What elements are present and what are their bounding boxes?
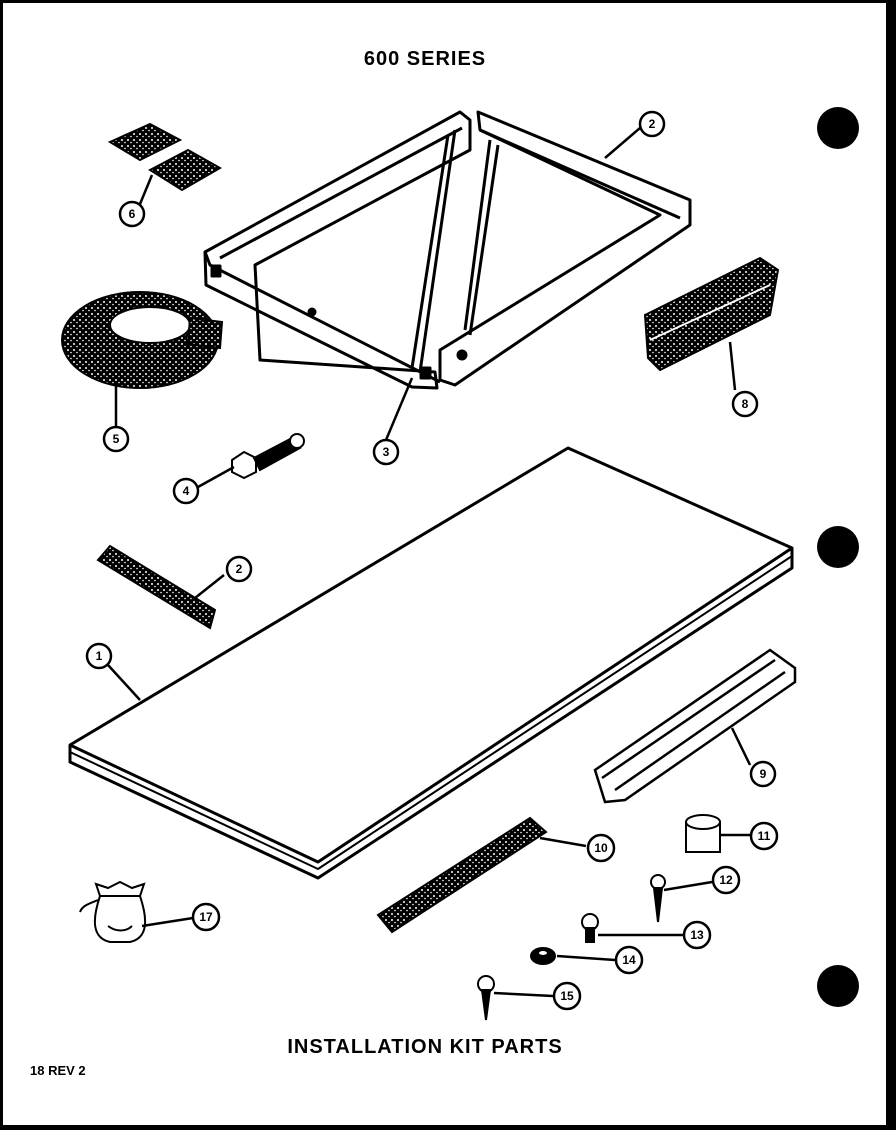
part-4-bolt (231, 433, 305, 480)
svg-text:6: 6 (129, 207, 136, 221)
callouts: 2 3 6 5 8 4 2 1 9 10 11 12 13 14 15 17 (85, 110, 779, 1011)
callout-1: 1 (85, 642, 113, 670)
callout-2: 2 (225, 555, 253, 583)
svg-text:15: 15 (560, 989, 574, 1003)
svg-text:9: 9 (760, 767, 767, 781)
callout-5: 5 (102, 425, 130, 453)
svg-text:2: 2 (649, 117, 656, 131)
callout-11: 11 (749, 821, 779, 851)
svg-text:5: 5 (113, 432, 120, 446)
callout-17: 17 (191, 902, 221, 932)
part-10-foam-bar (376, 816, 548, 934)
callout-15: 15 (552, 981, 582, 1011)
part-12-screw (650, 874, 666, 923)
callout-12: 12 (711, 865, 741, 895)
part-3-frame (203, 110, 692, 390)
callout-8: 8 (731, 390, 759, 418)
part-2-foam-strip (96, 544, 217, 630)
callout-10: 10 (586, 833, 616, 863)
part-5-foam-coil (61, 291, 224, 389)
svg-text:11: 11 (758, 829, 771, 843)
part-11-cap (685, 814, 721, 853)
callout-3-bottom: 3 (372, 438, 400, 466)
revision-note: 18 REV 2 (30, 1063, 86, 1078)
part-8-foam-block (643, 256, 780, 372)
part-9-channel (593, 648, 797, 804)
part-15-screw (477, 975, 495, 1021)
callout-13: 13 (682, 920, 712, 950)
part-14-nut (530, 947, 556, 965)
part-6-foam-pads (107, 122, 223, 192)
punch-hole-middle (817, 526, 859, 568)
installation-kit-title: INSTALLATION KIT PARTS (287, 1036, 563, 1058)
svg-text:8: 8 (742, 397, 749, 411)
callout-3-top: 2 (638, 110, 666, 138)
svg-text:1: 1 (96, 649, 103, 663)
part-1-panel (68, 446, 794, 880)
svg-text:13: 13 (690, 928, 704, 942)
svg-text:17: 17 (199, 910, 213, 924)
svg-text:12: 12 (719, 873, 733, 887)
svg-text:14: 14 (622, 953, 636, 967)
svg-text:3: 3 (383, 445, 390, 459)
svg-text:2: 2 (236, 562, 243, 576)
part-13-screw (581, 913, 599, 943)
leader-lines (107, 127, 752, 998)
callout-6: 6 (118, 200, 146, 228)
svg-text:10: 10 (594, 841, 608, 855)
callout-14: 14 (614, 945, 644, 975)
punch-hole-bottom (817, 965, 859, 1007)
svg-text:4: 4 (183, 484, 190, 498)
callout-4: 4 (172, 477, 200, 505)
callout-9: 9 (749, 760, 777, 788)
part-17-parts-bag (79, 880, 147, 943)
series-title: 600 SERIES (363, 48, 487, 70)
punch-hole-top (817, 107, 859, 149)
